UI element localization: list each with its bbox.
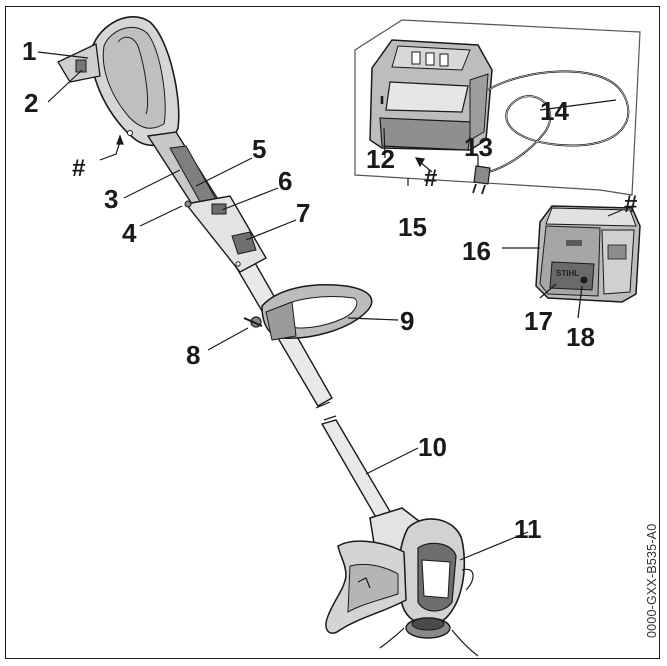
document-id: 0000-GXX-B535-A0 bbox=[645, 524, 659, 638]
handle-housing bbox=[57, 16, 180, 147]
bow-handle bbox=[243, 284, 373, 341]
battery-brand-label: STIHL bbox=[556, 269, 579, 278]
callout-2: 2 bbox=[24, 88, 38, 118]
trimmer-shaft-lower bbox=[320, 419, 397, 527]
hash-mark-handle: # bbox=[72, 155, 85, 182]
leader-lines bbox=[37, 51, 623, 561]
callout-8: 8 bbox=[186, 340, 200, 370]
callout-15: 15 bbox=[398, 212, 427, 242]
charger bbox=[369, 39, 493, 151]
grass-trimmer bbox=[57, 16, 479, 657]
hash-mark-charger: # bbox=[424, 165, 437, 192]
callout-12: 12 bbox=[366, 144, 395, 174]
callout-9: 9 bbox=[400, 306, 414, 336]
page-frame bbox=[5, 6, 660, 659]
callout-labels: 1 2 3 4 5 6 7 8 9 10 11 12 13 14 15 16 1… bbox=[22, 36, 637, 544]
deflector-guard bbox=[325, 540, 407, 634]
callout-18: 18 bbox=[566, 322, 595, 352]
callout-10: 10 bbox=[418, 432, 447, 462]
callout-6: 6 bbox=[278, 166, 292, 196]
callout-4: 4 bbox=[122, 218, 137, 248]
callout-3: 3 bbox=[104, 184, 118, 214]
callout-7: 7 bbox=[296, 198, 310, 228]
callout-5: 5 bbox=[252, 134, 266, 164]
charger-inset bbox=[354, 19, 641, 196]
hash-mark-battery: # bbox=[624, 191, 637, 218]
callout-13: 13 bbox=[464, 132, 493, 162]
battery: STIHL bbox=[535, 205, 641, 303]
mains-plug bbox=[472, 165, 491, 195]
callout-17: 17 bbox=[524, 306, 553, 336]
callout-11: 11 bbox=[514, 514, 542, 544]
callout-16: 16 bbox=[462, 236, 491, 266]
callout-14: 14 bbox=[540, 96, 569, 126]
callout-1: 1 bbox=[22, 36, 36, 66]
lock-switch-area bbox=[184, 195, 267, 273]
